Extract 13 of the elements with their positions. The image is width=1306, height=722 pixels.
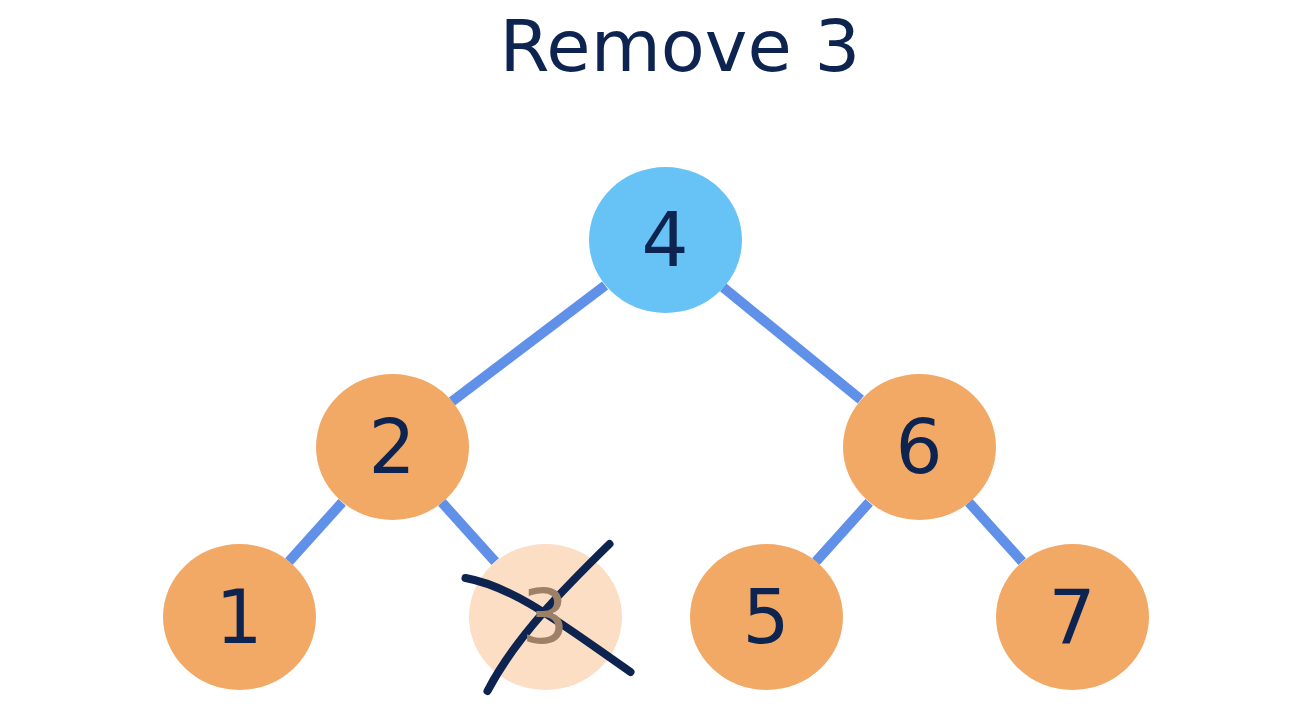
tree-edge (965, 499, 1026, 565)
node-value: 2 (368, 410, 416, 484)
node-value: 5 (742, 580, 790, 654)
diagram-title: Remove 3 (498, 6, 862, 86)
tree-edge (448, 281, 609, 406)
node-value: 4 (641, 203, 689, 277)
tree-edge (438, 499, 499, 565)
tree-edge (720, 283, 864, 404)
node-value: 7 (1048, 580, 1096, 654)
node-value: 6 (895, 410, 943, 484)
tree-edge (812, 499, 873, 565)
node-value: 1 (215, 580, 263, 654)
tree-edge (285, 499, 346, 565)
